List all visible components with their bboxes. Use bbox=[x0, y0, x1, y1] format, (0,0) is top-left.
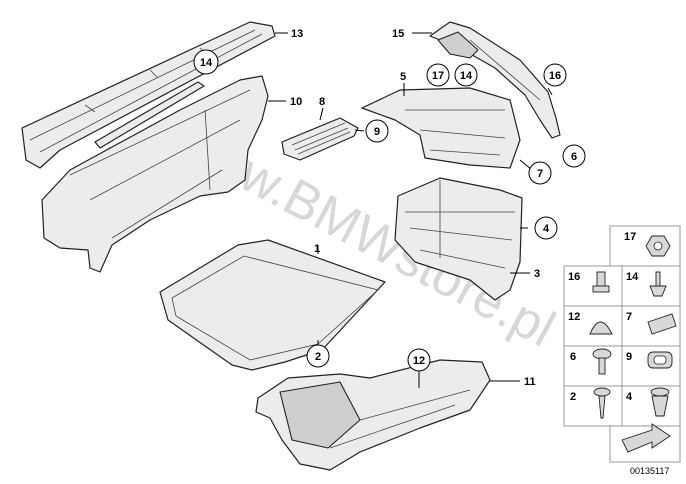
svg-text:16: 16 bbox=[568, 271, 580, 283]
part-10-trim-panel[interactable] bbox=[41, 75, 269, 273]
svg-text:12: 12 bbox=[568, 311, 580, 323]
svg-text:2: 2 bbox=[570, 391, 576, 403]
svg-text:14: 14 bbox=[460, 70, 473, 82]
svg-text:7: 7 bbox=[537, 168, 543, 180]
callout-14b[interactable]: 14 bbox=[454, 63, 478, 87]
svg-text:4: 4 bbox=[543, 223, 550, 235]
svg-text:4: 4 bbox=[626, 391, 633, 403]
part-4-side-panel[interactable] bbox=[394, 177, 523, 301]
svg-text:9: 9 bbox=[374, 126, 380, 138]
callout-12[interactable]: 12 bbox=[407, 348, 431, 372]
svg-text:8: 8 bbox=[319, 96, 325, 108]
legend-item-2[interactable]: 2 bbox=[570, 387, 611, 419]
svg-text:2: 2 bbox=[315, 351, 321, 363]
callout-10[interactable]: 10 bbox=[290, 96, 302, 108]
legend-item-12[interactable]: 12 bbox=[568, 311, 613, 335]
callout-2[interactable]: 2 bbox=[306, 344, 330, 368]
callout-7[interactable]: 7 bbox=[528, 161, 552, 185]
legend-item-6[interactable]: 6 bbox=[570, 348, 612, 375]
part-15-pillar[interactable] bbox=[429, 21, 561, 139]
svg-text:13: 13 bbox=[291, 28, 303, 40]
svg-text:17: 17 bbox=[624, 231, 636, 243]
svg-text:1: 1 bbox=[314, 243, 320, 255]
reference-code: 00135117 bbox=[630, 466, 669, 476]
part-11-trunk-tub[interactable] bbox=[255, 359, 491, 471]
svg-text:12: 12 bbox=[413, 355, 425, 367]
fastener-legend bbox=[563, 225, 681, 463]
svg-text:6: 6 bbox=[571, 151, 577, 163]
callout-11[interactable]: 11 bbox=[524, 376, 536, 388]
svg-text:10: 10 bbox=[290, 96, 302, 108]
svg-text:7: 7 bbox=[626, 311, 632, 323]
callout-13[interactable]: 13 bbox=[291, 28, 303, 40]
part-8-cover[interactable] bbox=[281, 117, 359, 161]
part-1-floor-board[interactable] bbox=[159, 239, 386, 371]
svg-text:11: 11 bbox=[524, 376, 536, 388]
legend-item-16[interactable]: 16 bbox=[568, 271, 610, 293]
callout-16[interactable]: 16 bbox=[543, 63, 567, 87]
pin-icon bbox=[649, 271, 667, 297]
svg-text:5: 5 bbox=[400, 71, 406, 83]
legend-item-4[interactable]: 4 bbox=[626, 387, 670, 417]
callout-5[interactable]: 5 bbox=[400, 71, 406, 83]
callout-3[interactable]: 3 bbox=[534, 268, 540, 280]
legend-item-14[interactable]: 14 bbox=[626, 271, 667, 297]
legend-item-9[interactable]: 9 bbox=[626, 351, 673, 369]
part-5-side-trim[interactable] bbox=[361, 87, 521, 169]
callout-15[interactable]: 15 bbox=[392, 28, 404, 40]
callout-4[interactable]: 4 bbox=[534, 216, 558, 240]
svg-text:15: 15 bbox=[392, 28, 404, 40]
clip-icon bbox=[592, 271, 610, 293]
grommet-icon bbox=[647, 351, 673, 369]
legend-item-17[interactable]: 17 bbox=[624, 231, 671, 257]
svg-text:14: 14 bbox=[200, 57, 213, 69]
svg-text:14: 14 bbox=[626, 271, 639, 283]
clamp-icon bbox=[647, 313, 677, 335]
svg-text:17: 17 bbox=[432, 70, 444, 82]
svg-text:16: 16 bbox=[549, 70, 561, 82]
cap-icon bbox=[589, 321, 613, 335]
callout-17[interactable]: 17 bbox=[426, 63, 450, 87]
legend-item-7[interactable]: 7 bbox=[626, 311, 677, 335]
callout-9[interactable]: 9 bbox=[365, 119, 389, 143]
svg-text:9: 9 bbox=[626, 351, 632, 363]
callout-6[interactable]: 6 bbox=[562, 144, 586, 168]
svg-text:6: 6 bbox=[570, 351, 576, 363]
orientation-arrow-icon bbox=[621, 423, 671, 453]
screw-long-icon bbox=[593, 387, 611, 419]
callout-1[interactable]: 1 bbox=[314, 243, 320, 255]
callout-8[interactable]: 8 bbox=[319, 96, 325, 108]
expander-clip-icon bbox=[650, 387, 670, 417]
part-14-seal-strip[interactable] bbox=[94, 81, 205, 149]
screw-icon bbox=[592, 348, 612, 375]
svg-text:3: 3 bbox=[534, 268, 540, 280]
callout-14a[interactable]: 14 bbox=[193, 49, 219, 75]
